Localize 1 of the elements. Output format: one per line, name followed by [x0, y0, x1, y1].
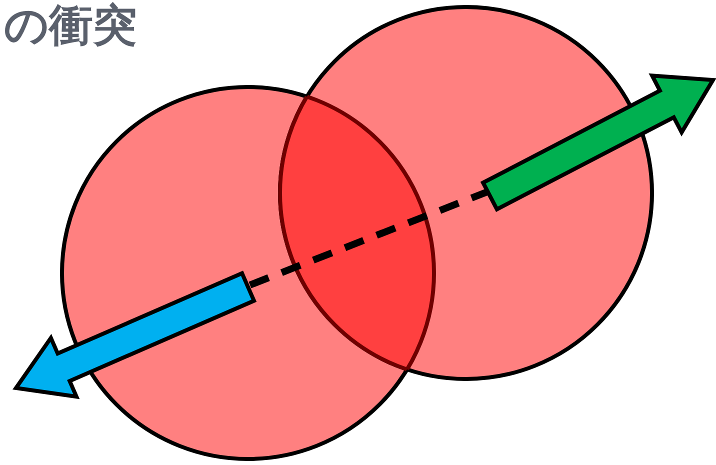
- title: の衝突: [4, 2, 137, 50]
